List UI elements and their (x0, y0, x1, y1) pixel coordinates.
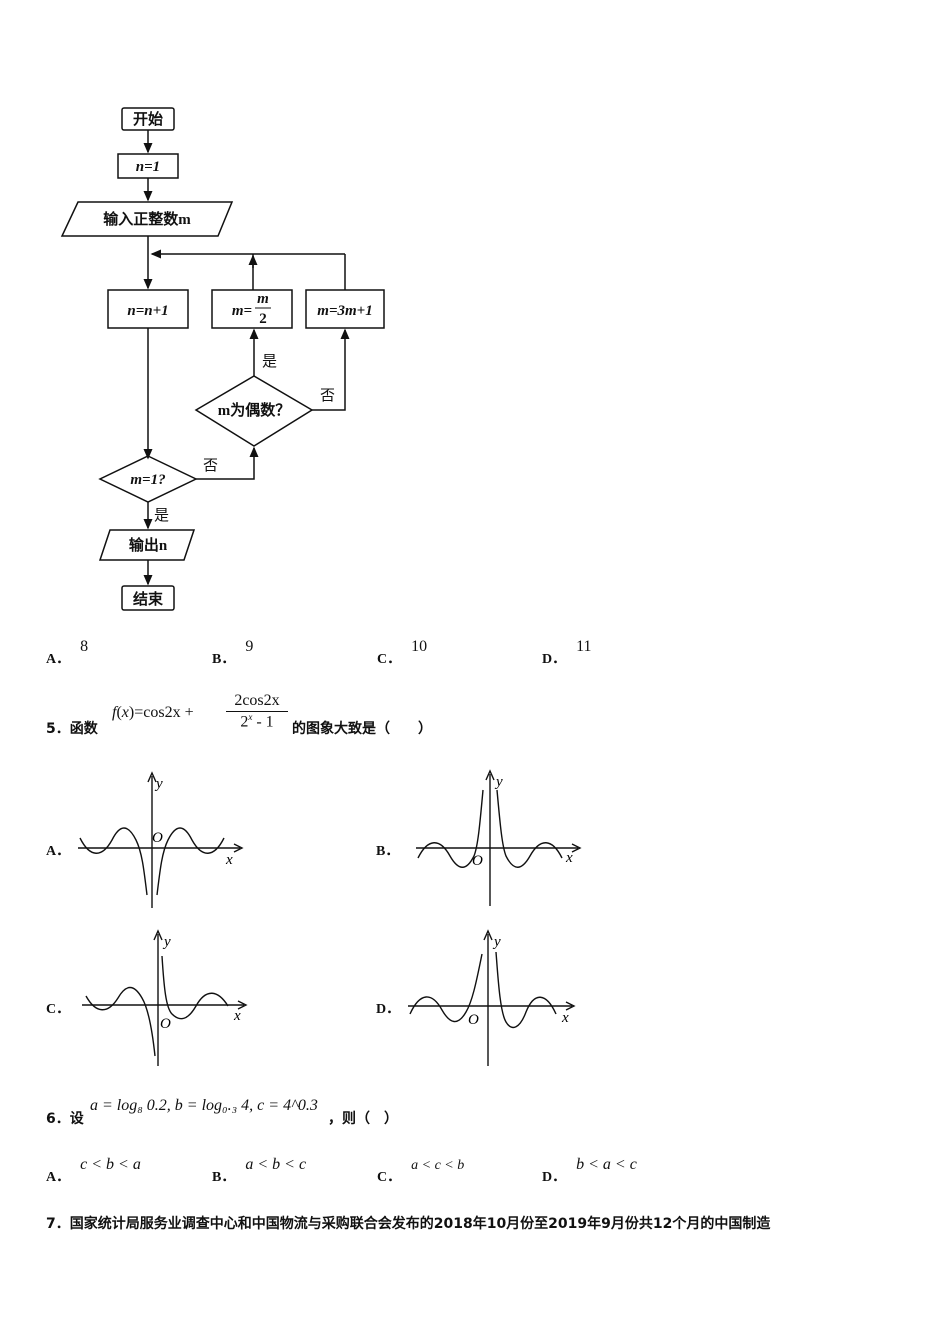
no2-label: 否 (203, 458, 218, 474)
option-letter: D． (542, 1170, 567, 1185)
graph-a-letter[interactable]: A． (46, 844, 71, 859)
option-value: a < b < c (245, 1156, 307, 1173)
svg-text:y: y (162, 934, 171, 950)
q6-option-a[interactable]: A． c < b < a (46, 1154, 141, 1185)
q5-fraction: 2cos2x 2x - 1 (226, 692, 288, 731)
svg-text:O: O (468, 1012, 479, 1028)
triple-label: m=3m+1 (317, 303, 372, 319)
end-label: 结束 (133, 590, 164, 608)
graph-a: y x O (78, 771, 244, 908)
svg-text:y: y (154, 776, 163, 792)
option-value: b < a < c (576, 1156, 637, 1173)
input-label: 输入正整数m (103, 210, 191, 228)
svg-text:O: O (160, 1016, 171, 1032)
option-value: 8 (80, 638, 89, 655)
inc-label: n=n+1 (127, 303, 168, 319)
q7-text: 7．国家统计局服务业调查中心和中国物流与采购联合会发布的2018年10月份至20… (46, 1216, 771, 1232)
q5-suffix: 的图象大致是（ ） (292, 721, 432, 737)
q6-number: 6．设 (46, 1111, 84, 1127)
init-label: n=1 (136, 159, 160, 175)
svg-text:y: y (494, 774, 503, 790)
half-num: m (257, 291, 269, 307)
q6-expression: a = log₈ 0.2, b = log₀.₃ 4, c = 4^0.3 (90, 1097, 318, 1114)
svg-text:x: x (565, 850, 573, 866)
output-box (98, 529, 196, 561)
graph-c: y x O (82, 929, 248, 1066)
option-letter: B． (212, 1170, 236, 1185)
svg-text:O: O (152, 830, 163, 846)
q4-option-c[interactable]: C． 10 (377, 636, 428, 667)
one-label: m=1? (130, 472, 165, 488)
option-letter: A． (46, 1170, 71, 1185)
option-letter: C． (377, 652, 402, 667)
half-lhs: m= (232, 303, 252, 319)
q4-option-a[interactable]: A． 8 (46, 636, 89, 667)
graph-d: y x O (408, 929, 576, 1066)
option-letter: A． (46, 652, 71, 667)
input-box (60, 201, 234, 237)
option-value: a < c < b (411, 1158, 465, 1173)
option-value: 11 (576, 638, 592, 655)
svg-text:y: y (492, 934, 501, 950)
q6-option-c[interactable]: C． a < c < b (377, 1154, 465, 1185)
end-box (121, 585, 175, 611)
q4-option-b[interactable]: B． 9 (212, 636, 254, 667)
half-den: 2 (259, 311, 267, 327)
svg-text:O: O (472, 853, 483, 869)
output-label: 输出n (129, 536, 168, 554)
even-label: m为偶数？ (218, 401, 291, 419)
svg-text:x: x (561, 1010, 569, 1026)
q5-number: 5．函数 (46, 721, 98, 737)
graph-b: y x O (416, 769, 582, 906)
flowchart: 开始 n=1 输入正整数m n=n+1 m= m 2 m=3m+1 m为偶数？ … (60, 107, 385, 611)
q4-option-d[interactable]: D． 11 (542, 636, 592, 667)
q6-suffix: ，则（ ） (328, 1111, 398, 1127)
svg-text:x: x (233, 1008, 241, 1024)
q5-formula: f(x)=cos2x + (112, 704, 194, 721)
graph-c-letter[interactable]: C． (46, 1002, 71, 1017)
q6-option-b[interactable]: B． a < b < c (212, 1154, 307, 1185)
option-value: c < b < a (80, 1156, 141, 1173)
no1-label: 否 (320, 388, 335, 404)
graph-b-letter[interactable]: B． (376, 844, 400, 859)
option-value: 10 (411, 638, 428, 655)
even-diamond (194, 375, 314, 447)
svg-text:x: x (225, 852, 233, 868)
option-letter: C． (377, 1170, 402, 1185)
start-label: 开始 (133, 110, 163, 128)
option-letter: B． (212, 652, 236, 667)
half-box (211, 289, 293, 329)
graph-d-letter[interactable]: D． (376, 1002, 401, 1017)
option-letter: D． (542, 652, 567, 667)
q6-option-d[interactable]: D． b < a < c (542, 1154, 637, 1185)
option-value: 9 (245, 638, 254, 655)
yes1-label: 是 (262, 354, 277, 370)
yes2-label: 是 (154, 508, 169, 524)
